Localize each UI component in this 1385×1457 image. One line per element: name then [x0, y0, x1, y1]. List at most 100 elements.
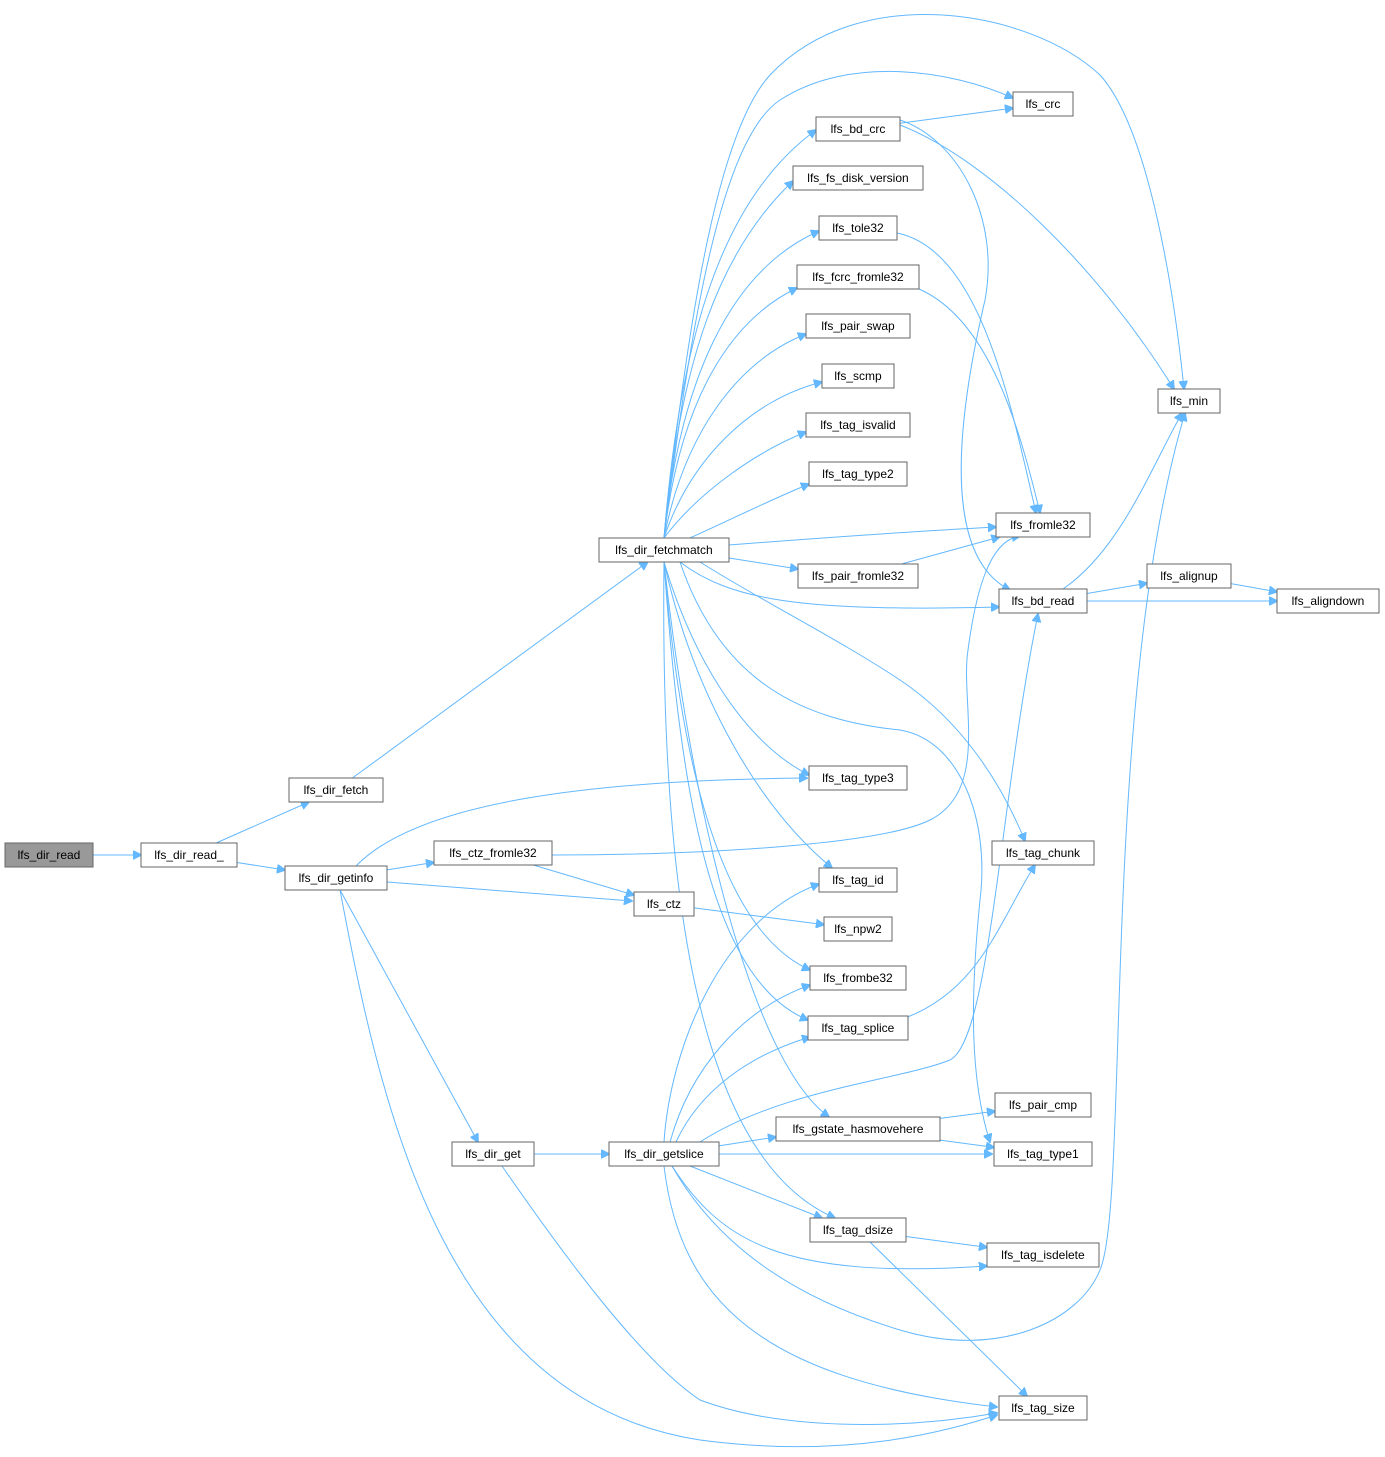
node-label: lfs_ctz_fromle32: [449, 846, 537, 860]
node-lfs-bd-read[interactable]: lfs_bd_read: [998, 588, 1088, 614]
node-lfs-tag-isvalid[interactable]: lfs_tag_isvalid: [805, 412, 911, 438]
edge-lfs-dir-getslice-to-lfs-tag-isdelete: [671, 1165, 987, 1269]
node-lfs-scmp[interactable]: lfs_scmp: [821, 363, 895, 389]
node-label: lfs_tag_splice: [822, 1021, 895, 1035]
edge-lfs-fcrc-fromle32-to-lfs-fromle32: [918, 288, 1040, 513]
node-box: [1157, 388, 1221, 414]
node-lfs-tag-splice[interactable]: lfs_tag_splice: [807, 1015, 909, 1041]
node-lfs-tole32[interactable]: lfs_tole32: [818, 215, 898, 241]
node-label: lfs_tag_isvalid: [820, 418, 895, 432]
edge-lfs-dir-getslice-to-lfs-bd-read: [699, 614, 1038, 1143]
node-lfs-dir-read[interactable]: lfs_dir_read: [4, 842, 94, 868]
node-box: [986, 1242, 1100, 1268]
node-box: [433, 840, 553, 866]
edge-lfs-tag-splice-to-lfs-tag-chunk: [904, 865, 1035, 1019]
node-lfs-tag-id[interactable]: lfs_tag_id: [818, 867, 898, 893]
node-label: lfs_tag_dsize: [823, 1223, 893, 1237]
edge-lfs-dir-fetchmatch-to-lfs-bd-read: [679, 561, 999, 608]
node-box: [140, 842, 238, 868]
node-lfs-tag-size[interactable]: lfs_tag_size: [998, 1395, 1088, 1421]
node-lfs-pair-cmp[interactable]: lfs_pair_cmp: [994, 1092, 1092, 1118]
node-label: lfs_pair_cmp: [1009, 1098, 1077, 1112]
node-lfs-dir-fetchmatch[interactable]: lfs_dir_fetchmatch: [598, 537, 730, 563]
node-lfs-dir-readx[interactable]: lfs_dir_read_: [140, 842, 238, 868]
node-lfs-ctz[interactable]: lfs_ctz: [633, 891, 695, 917]
node-box: [451, 1141, 535, 1167]
node-box: [821, 363, 895, 389]
node-label: lfs_dir_getslice: [624, 1147, 704, 1161]
edge-lfs-dir-fetchmatch-to-lfs-tag-type3: [663, 561, 809, 775]
node-label: lfs_fromle32: [1010, 518, 1076, 532]
edge-lfs-tole32-to-lfs-fromle32: [896, 232, 1036, 513]
node-box: [808, 765, 908, 791]
edge-lfs-dir-readx-to-lfs-dir-getinfo: [236, 862, 285, 871]
node-box: [995, 512, 1091, 538]
node-box: [284, 865, 388, 891]
node-lfs-pair-fromle32[interactable]: lfs_pair_fromle32: [797, 563, 919, 589]
node-label: lfs_tag_chunk: [1006, 846, 1081, 860]
node-lfs-tag-isdelete[interactable]: lfs_tag_isdelete: [986, 1242, 1100, 1268]
edge-lfs-dir-fetchmatch-to-lfs-fromle32: [728, 527, 996, 546]
edge-lfs-dir-getslice-to-lfs-tag-splice: [675, 1037, 810, 1143]
node-label: lfs_tag_id: [832, 873, 883, 887]
node-lfs-npw2[interactable]: lfs_npw2: [823, 916, 893, 942]
node-box: [797, 563, 919, 589]
node-lfs-fcrc-fromle32[interactable]: lfs_fcrc_fromle32: [796, 264, 920, 290]
edge-lfs-dir-getinfo-to-lfs-dir-get: [339, 889, 478, 1142]
edge-lfs-dir-fetchmatch-to-lfs-tole32: [663, 231, 819, 539]
edge-lfs-dir-fetchmatch-to-lfs-fcrc-fromle32: [663, 288, 797, 539]
node-box: [807, 1015, 909, 1041]
node-box: [994, 1092, 1092, 1118]
node-box: [998, 588, 1088, 614]
node-lfs-min[interactable]: lfs_min: [1157, 388, 1221, 414]
node-label: lfs_tole32: [832, 221, 884, 235]
node-box: [993, 1141, 1093, 1167]
edge-lfs-dir-fetchmatch-to-lfs-scmp: [663, 382, 822, 539]
node-box: [4, 842, 94, 868]
node-label: lfs_fs_disk_version: [807, 171, 908, 185]
edge-lfs-dir-fetchmatch-to-lfs-bd-crc: [663, 130, 816, 539]
node-lfs-dir-getinfo[interactable]: lfs_dir_getinfo: [284, 865, 388, 891]
node-lfs-crc[interactable]: lfs_crc: [1012, 91, 1074, 117]
node-lfs-aligndown[interactable]: lfs_aligndown: [1276, 588, 1380, 614]
node-label: lfs_tag_isdelete: [1001, 1248, 1085, 1262]
node-lfs-gstate-hasmovehere[interactable]: lfs_gstate_hasmovehere: [775, 1116, 941, 1142]
edge-lfs-dir-getinfo-to-lfs-tag-size: [339, 889, 997, 1448]
node-lfs-ctz-fromle32[interactable]: lfs_ctz_fromle32: [433, 840, 553, 866]
edge-lfs-dir-get-to-lfs-tag-size: [501, 1165, 997, 1425]
node-lfs-tag-type3[interactable]: lfs_tag_type3: [808, 765, 908, 791]
node-box: [809, 1217, 907, 1243]
edge-lfs-dir-getslice-to-lfs-min: [671, 413, 1185, 1341]
node-lfs-pair-swap[interactable]: lfs_pair_swap: [805, 313, 911, 339]
node-lfs-bd-crc[interactable]: lfs_bd_crc: [815, 116, 901, 142]
node-lfs-alignup[interactable]: lfs_alignup: [1146, 563, 1232, 589]
edge-lfs-bd-read-to-lfs-alignup: [1086, 583, 1147, 594]
node-box: [805, 313, 911, 339]
node-label: lfs_dir_getinfo: [299, 871, 374, 885]
node-box: [823, 916, 893, 942]
node-box: [1146, 563, 1232, 589]
node-label: lfs_frombe32: [823, 971, 893, 985]
node-lfs-frombe32[interactable]: lfs_frombe32: [809, 965, 907, 991]
node-lfs-tag-type2[interactable]: lfs_tag_type2: [808, 461, 908, 487]
node-lfs-tag-chunk[interactable]: lfs_tag_chunk: [991, 840, 1095, 866]
node-lfs-dir-fetch[interactable]: lfs_dir_fetch: [288, 777, 384, 803]
node-lfs-tag-dsize[interactable]: lfs_tag_dsize: [809, 1217, 907, 1243]
edge-lfs-dir-getinfo-to-lfs-tag-type3: [355, 778, 807, 867]
edge-lfs-dir-getslice-to-lfs-gstate-hasmovehere: [717, 1137, 776, 1147]
node-label: lfs_tag_size: [1011, 1401, 1075, 1415]
node-lfs-fromle32[interactable]: lfs_fromle32: [995, 512, 1091, 538]
edge-lfs-tag-dsize-to-lfs-tag-size: [869, 1241, 1027, 1396]
node-lfs-dir-get[interactable]: lfs_dir_get: [451, 1141, 535, 1167]
node-lfs-fs-disk-version[interactable]: lfs_fs_disk_version: [792, 165, 924, 191]
node-box: [815, 116, 901, 142]
edge-lfs-dir-fetch-to-lfs-dir-fetchmatch: [352, 562, 647, 779]
node-box: [818, 867, 898, 893]
node-label: lfs_bd_read: [1012, 594, 1075, 608]
edge-layer: [93, 13, 1277, 1448]
node-lfs-tag-type1[interactable]: lfs_tag_type1: [993, 1141, 1093, 1167]
edge-lfs-dir-fetchmatch-to-lfs-fs-disk-version: [663, 181, 793, 539]
edge-lfs-dir-fetchmatch-to-lfs-tag-id: [663, 561, 832, 868]
node-lfs-dir-getslice[interactable]: lfs_dir_getslice: [608, 1141, 720, 1167]
